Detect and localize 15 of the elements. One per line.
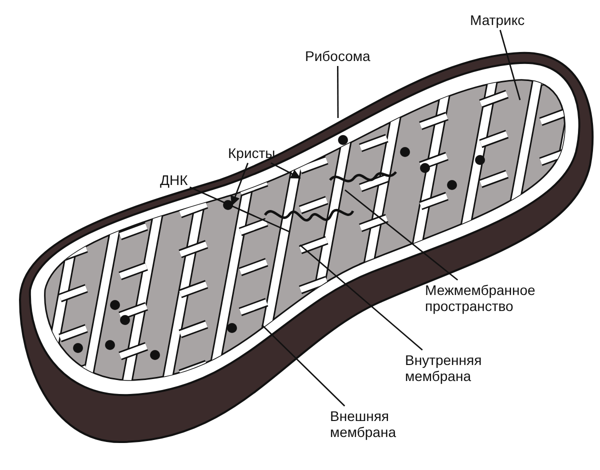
- leader-arrow: [270, 162, 301, 179]
- part-label: Матрикс: [470, 12, 540, 28]
- part-label: Внешняя мембрана: [330, 408, 410, 440]
- leader-line: [499, 30, 521, 100]
- leader-arrow: [230, 162, 248, 206]
- part-label: ДНК: [160, 172, 200, 188]
- leader-line: [337, 66, 339, 118]
- leader-line: [189, 186, 290, 233]
- part-label: Внутренняя мембрана: [405, 352, 500, 384]
- part-label: Рибосома: [305, 48, 380, 64]
- leader-line: [262, 324, 346, 406]
- leader-line: [344, 189, 458, 281]
- leader-line: [300, 244, 423, 351]
- part-label: Кристы: [228, 145, 288, 161]
- part-label: Межмембранное пространство: [425, 282, 575, 314]
